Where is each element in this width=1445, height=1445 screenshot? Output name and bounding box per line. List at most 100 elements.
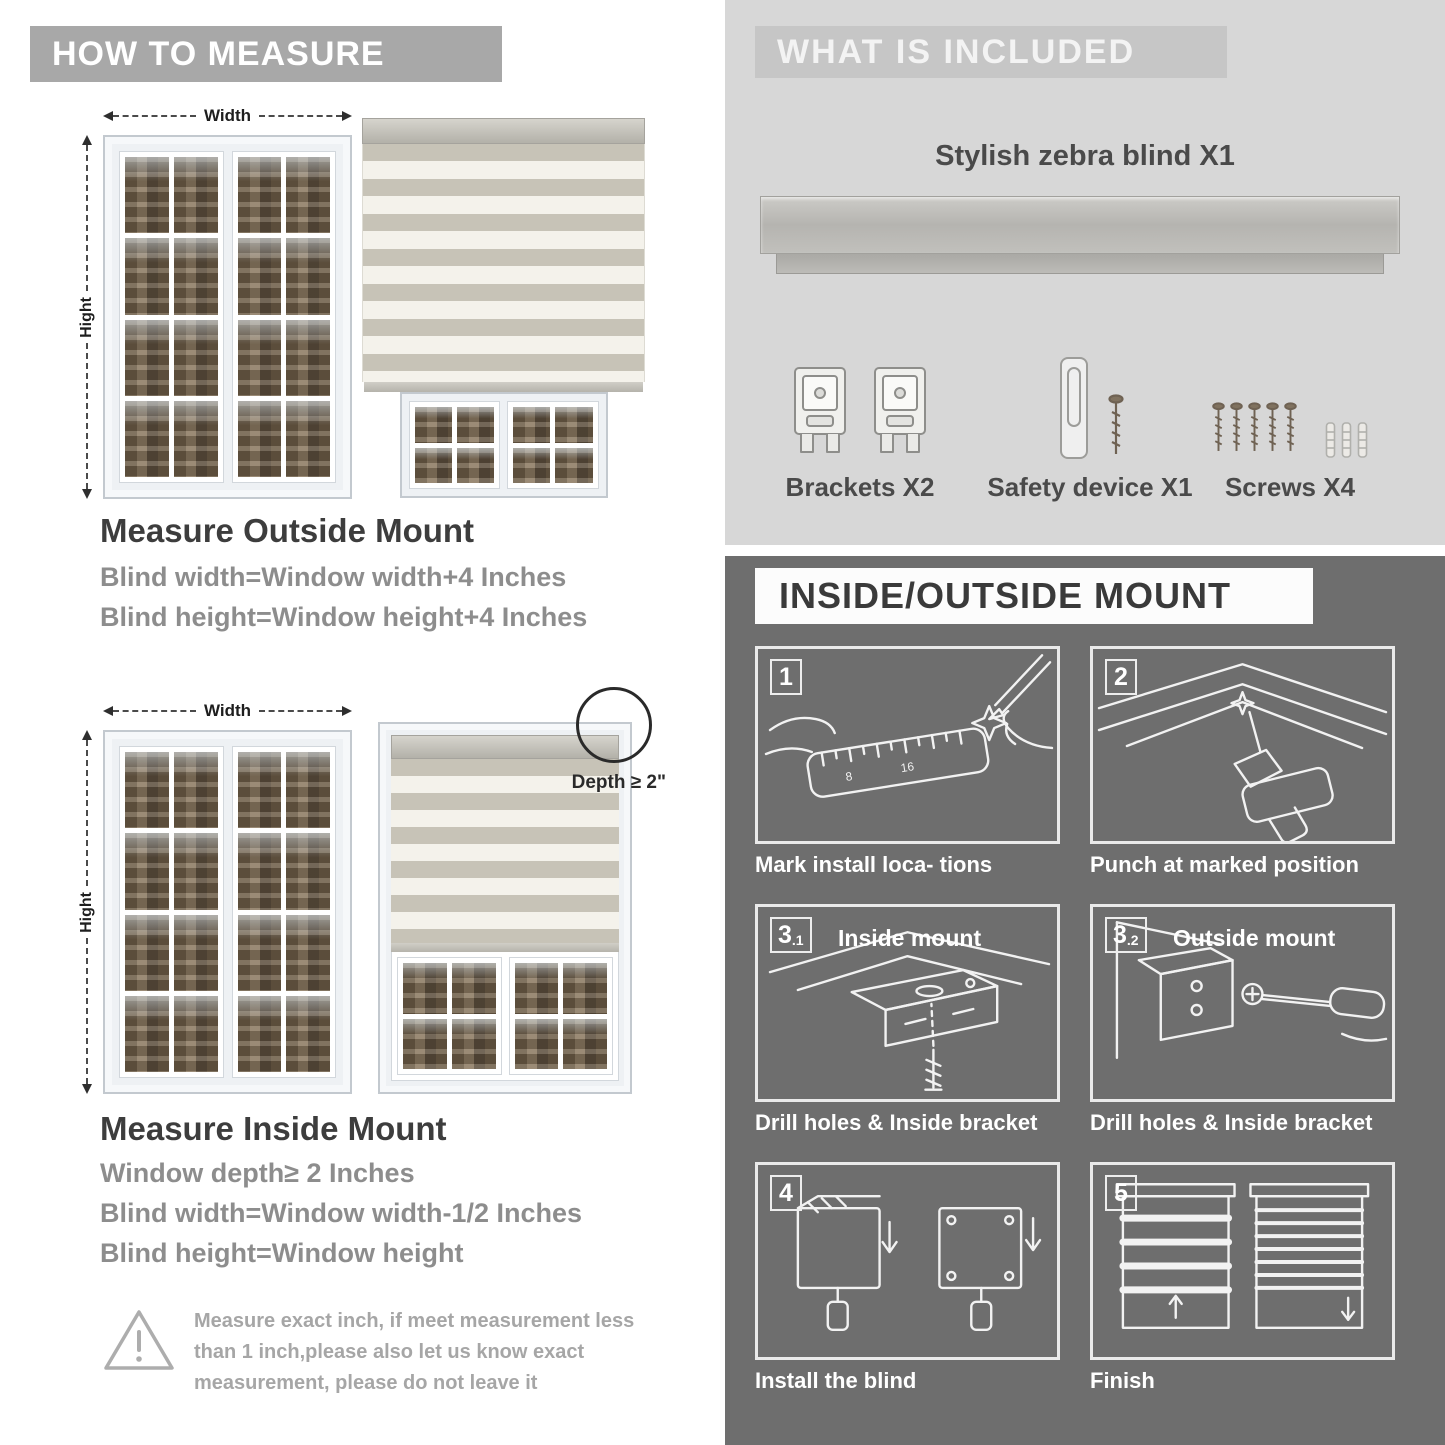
step-caption: Drill holes & Inside bracket [755, 1110, 1038, 1135]
step-title: Inside mount [838, 925, 982, 951]
mount-instructions-section: INSIDE/OUTSIDE MOUNT 1 [725, 556, 1445, 1445]
mount-step-1: 1 [755, 646, 1060, 884]
window-pane [237, 914, 282, 991]
step-caption: Install the blind [755, 1368, 917, 1393]
window-pane [173, 319, 218, 396]
window-pane [414, 447, 452, 483]
install-blind-illustration [796, 1195, 1042, 1331]
window-pane [125, 833, 169, 910]
window-pane [286, 752, 330, 829]
window-pane [173, 400, 218, 477]
step-3-2-panel: 3.2 Outside mount [1090, 904, 1395, 1102]
step-1-panel: 1 [755, 646, 1060, 844]
mount-step-3-2: 3.2 Outside mount [1090, 904, 1395, 1142]
window-pane [286, 157, 330, 234]
drill-punch-illustration [1097, 663, 1388, 841]
screw-icon [1266, 402, 1279, 451]
screw-icon [1284, 402, 1297, 451]
step-caption: Punch at marked position [1090, 852, 1359, 877]
step-number-badge: 2 [1105, 659, 1137, 695]
window-sash [508, 957, 613, 1075]
what-is-included-section: WHAT IS INCLUDED Stylish zebra blind X1 [725, 0, 1445, 545]
window-pane [125, 995, 169, 1072]
headrail-bar [760, 196, 1400, 254]
step-number-badge: 5 [1105, 1175, 1137, 1211]
width-label: Width [203, 701, 252, 720]
what-is-included-header: WHAT IS INCLUDED [755, 26, 1227, 78]
outside-formula-height: Blind height=Window height+4 Inches [100, 602, 588, 632]
screw-icon [1108, 394, 1124, 454]
window-pane [173, 833, 218, 910]
window-pane [286, 238, 330, 315]
window-pane [173, 752, 218, 829]
window-pane [563, 1018, 607, 1069]
inside-formula-depth: Window depth≥ 2 Inches [100, 1158, 415, 1188]
finish-illustration [1115, 1183, 1370, 1329]
window-sash [408, 401, 500, 489]
blind-cassette [362, 118, 645, 144]
window-pane [513, 447, 551, 483]
window-pane [286, 995, 330, 1072]
window-pane [403, 963, 447, 1014]
window-pane [237, 238, 282, 315]
step-caption: Mark install loca- tions [755, 852, 993, 877]
window-illustration [103, 730, 352, 1094]
warning-text: Measure exact inch, if meet measurement … [194, 1310, 635, 1394]
window-sash [231, 151, 336, 483]
window-sash [119, 746, 224, 1078]
warning-triangle-icon [104, 1310, 174, 1370]
safety-device-label: Safety device X1 [987, 472, 1193, 502]
mount-step-4: 4 [755, 1162, 1060, 1400]
included-item-screws: Screws X4 [1190, 338, 1390, 503]
window-sash [231, 746, 336, 1078]
window-pane [286, 400, 330, 477]
window-pane [451, 963, 496, 1014]
window-pane [173, 914, 218, 991]
depth-label: Depth ≥ 2" [571, 772, 666, 793]
bracket-icon [794, 367, 846, 453]
outside-formula-width: Blind width=Window width+4 Inches [100, 562, 567, 592]
svg-text:16: 16 [900, 759, 916, 775]
headrail-lip [776, 254, 1384, 274]
step-3-1-panel: 3.1 Inside mount [755, 904, 1060, 1102]
height-arrow: Hight [77, 135, 97, 499]
window-pane [237, 833, 282, 910]
window-pane [456, 407, 494, 443]
window-pane [125, 752, 169, 829]
outside-bracket-illustration [1115, 921, 1388, 1060]
inside-bracket-illustration [768, 931, 1051, 1091]
window-pane [125, 914, 169, 991]
mount-step-5: 5 [1090, 1162, 1395, 1400]
window-pane [563, 963, 607, 1014]
window-illustration [103, 135, 352, 499]
window-pane [237, 400, 282, 477]
outside-mount-blind-figure [362, 118, 645, 498]
step-number-badge: 3.2 [1105, 917, 1147, 953]
window-pane [451, 1018, 496, 1069]
safety-device-icon [1060, 357, 1088, 459]
measure-warning: Measure exact inch, if meet measurement … [102, 1306, 647, 1399]
step-5-panel: 5 [1090, 1162, 1395, 1360]
width-label: Width [203, 106, 252, 125]
screw-icons [1212, 398, 1297, 460]
inside-mount-window-figure: Width Hight [75, 700, 352, 1100]
step-number-badge: 4 [770, 1175, 802, 1211]
step-2-panel: 2 [1090, 646, 1395, 844]
screw-icon [1212, 402, 1225, 451]
window-pane [237, 157, 282, 234]
inside-formula-height: Blind height=Window height [100, 1238, 464, 1268]
mount-step-3-1: 3.1 Inside mount [755, 904, 1060, 1142]
window-pane [456, 447, 494, 483]
depth-callout-circle [576, 687, 652, 763]
wall-anchor-icon [1357, 422, 1368, 458]
included-item-brackets: Brackets X2 [755, 338, 965, 503]
window-pane [237, 752, 282, 829]
height-label: Hight [78, 891, 95, 933]
how-to-measure-header: HOW TO MEASURE [30, 26, 502, 82]
window-sash [507, 401, 599, 489]
step-caption: Finish [1090, 1368, 1155, 1393]
wall-anchor-icons [1325, 420, 1368, 460]
inside-mount-title: Measure Inside Mount [100, 1110, 447, 1147]
window-frame [378, 722, 632, 1094]
